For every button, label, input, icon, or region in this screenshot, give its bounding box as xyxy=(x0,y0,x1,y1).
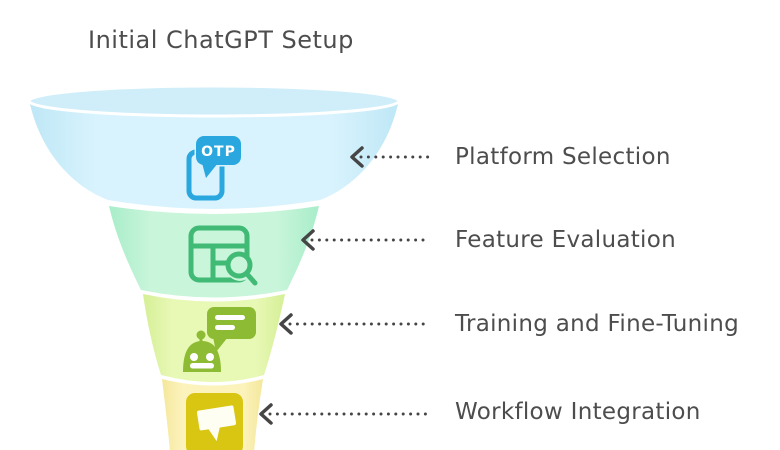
arrowhead-icon xyxy=(350,146,364,168)
arrowhead-icon xyxy=(279,313,293,335)
arrowhead-icon xyxy=(259,403,273,425)
arrow-platform-selection xyxy=(350,146,430,168)
stage-label-training-finetuning: Training and Fine-Tuning xyxy=(455,311,739,337)
table-search-icon xyxy=(188,225,258,286)
funnel-top-ellipse xyxy=(27,84,401,118)
stage-label-feature-evaluation: Feature Evaluation xyxy=(455,227,676,253)
chat-bubble-icon xyxy=(186,393,243,450)
otp-badge-text: OTP xyxy=(201,144,236,160)
stage-label-platform-selection: Platform Selection xyxy=(455,144,671,170)
diagram-title: Initial ChatGPT Setup xyxy=(88,26,354,54)
arrow-feature-evaluation xyxy=(301,229,430,251)
phone-otp-icon: OTP xyxy=(186,134,243,201)
robot-chat-icon xyxy=(183,307,256,372)
arrow-workflow-integration xyxy=(259,403,430,425)
arrowhead-icon xyxy=(301,229,315,251)
arrow-training-finetuning xyxy=(279,313,430,335)
stage-label-workflow-integration: Workflow Integration xyxy=(455,399,701,425)
